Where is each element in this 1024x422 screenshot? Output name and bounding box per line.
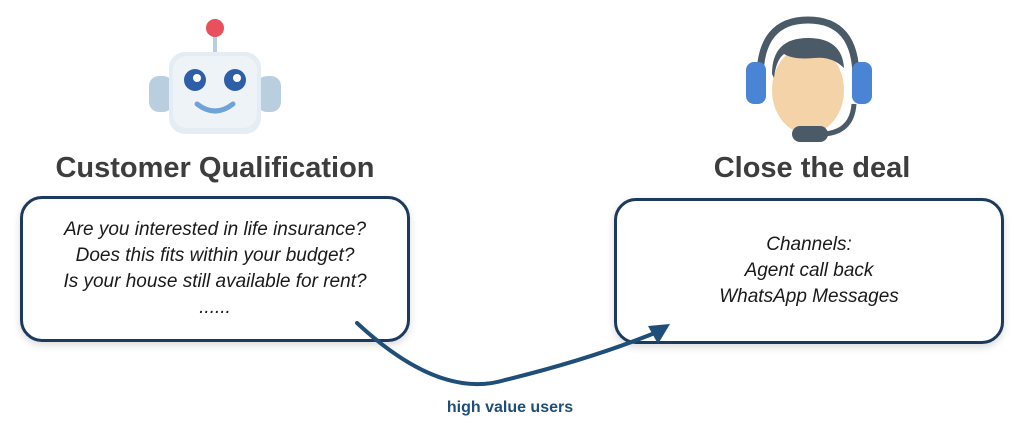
left-card-line: ......	[199, 297, 231, 318]
flow-label: high value users	[446, 399, 574, 416]
right-card-line: Channels:	[766, 234, 852, 255]
left-card-line: Are you interested in life insurance?	[63, 219, 367, 240]
right-card-line: WhatsApp Messages	[719, 286, 899, 307]
robot-icon	[149, 19, 281, 134]
left-card-line: Is your house still available for rent?	[63, 271, 367, 292]
left-card: Are you interested in life insurance? Do…	[20, 196, 410, 342]
headset-agent-icon	[746, 16, 872, 142]
right-card-line: Agent call back	[744, 260, 874, 281]
left-card-line: Does this fits within your budget?	[75, 245, 355, 266]
right-title: Close the deal	[713, 152, 911, 184]
left-title: Customer Qualification	[55, 152, 375, 184]
right-card: Channels: Agent call back WhatsApp Messa…	[614, 198, 1004, 344]
